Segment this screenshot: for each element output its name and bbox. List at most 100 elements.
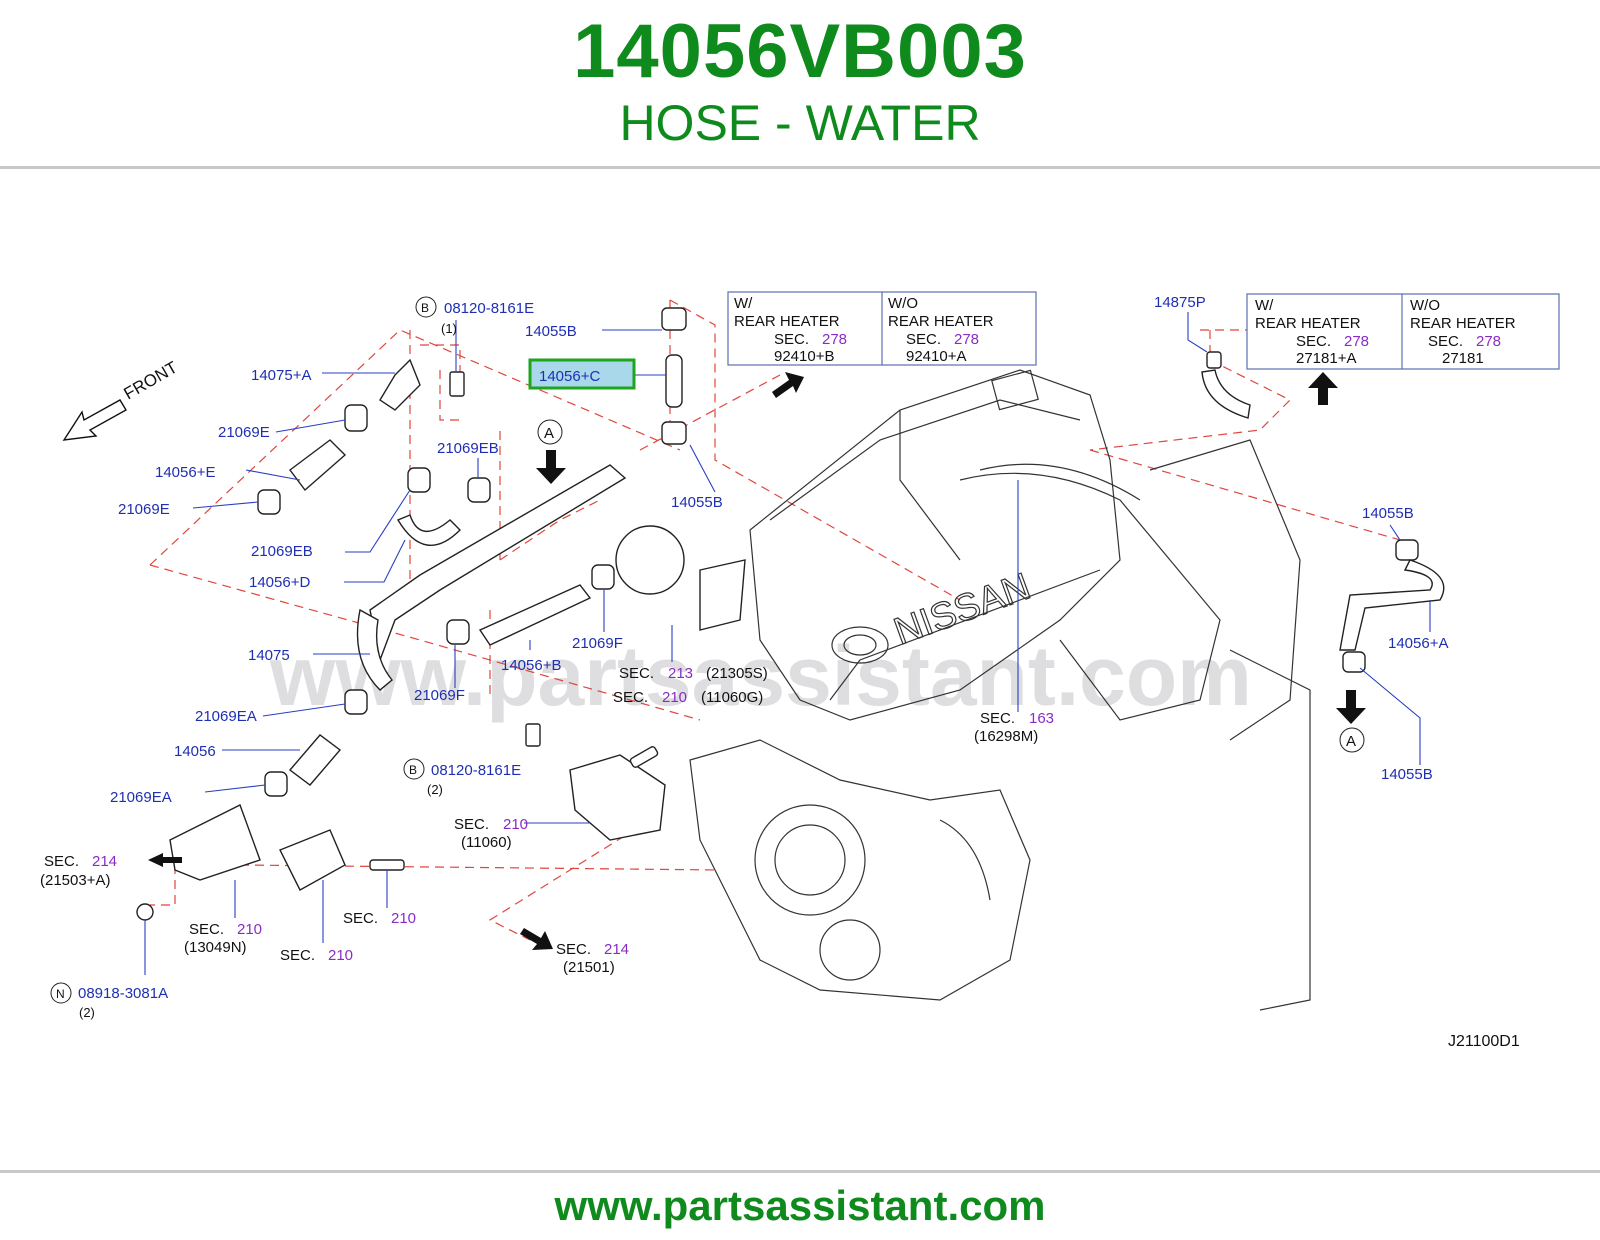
arrow-right-icon-sec214b — [520, 928, 553, 950]
label-14056E: 14056+E — [155, 464, 215, 481]
label-21069EB-1: 21069EB — [437, 440, 499, 457]
sec-213: 213 — [668, 665, 693, 682]
marker-A-left: A — [544, 425, 554, 442]
circle-markers: A A B B N — [50, 296, 1365, 1004]
section-references: SEC. 213 (21305S) SEC. 210 (11060G) SEC.… — [40, 665, 1054, 976]
sec-word-210b: SEC. — [454, 816, 489, 833]
leader-lines — [144, 312, 1431, 975]
direction-arrows — [62, 372, 1366, 950]
arrow-down-icon-A — [536, 450, 566, 484]
label-14055B-right-1: 14055B — [1362, 505, 1414, 522]
box1-wo-sec-word: SEC. — [906, 331, 941, 348]
label-14055B-top: 14055B — [525, 323, 577, 340]
box1-wo-line: REAR HEATER — [888, 313, 994, 330]
box1-w-sec-word: SEC. — [774, 331, 809, 348]
footer-url: www.partsassistant.com — [554, 1182, 1046, 1229]
hose-14056 — [288, 734, 342, 786]
sec-214a-ref: (21503+A) — [40, 872, 110, 889]
label-08120-8161E-bottom: 08120-8161E — [431, 762, 521, 779]
sec-word-210e: SEC. — [343, 910, 378, 927]
label-14056A: 14056+A — [1388, 635, 1448, 652]
box1-w-ref: 92410+B — [774, 348, 834, 365]
diagram-code: J21100D1 — [1448, 1033, 1520, 1050]
label-14056C-highlighted: 14056+C — [539, 368, 600, 385]
box2-w-sec-word: SEC. — [1296, 333, 1331, 350]
box1-wo-ref: 92410+A — [906, 348, 966, 365]
box2-w-title: W/ — [1255, 297, 1274, 314]
bottom-divider — [0, 1170, 1600, 1173]
clamp-21069E-2 — [257, 489, 281, 515]
box1-w-line: REAR HEATER — [734, 313, 840, 330]
label-08120-8161E-top: 08120-8161E — [444, 300, 534, 317]
part-number-title: 14056VB003 — [573, 9, 1027, 94]
arrow-up-icon-box2 — [1308, 372, 1338, 405]
front-arrow-icon — [62, 399, 127, 441]
sec-210c-ref: (13049N) — [184, 939, 247, 956]
sec-word-210d: SEC. — [280, 947, 315, 964]
box2-w-line: REAR HEATER — [1255, 315, 1361, 332]
arrow-left-icon-sec214 — [148, 853, 182, 867]
sec-word-214a: SEC. — [44, 853, 79, 870]
box1-w-sec: 278 — [822, 331, 847, 348]
label-qty-2: (2) — [427, 782, 443, 797]
box2-wo-ref: 27181 — [1442, 350, 1484, 367]
sec-210b: 210 — [503, 816, 528, 833]
label-21069E-2: 21069E — [118, 501, 170, 518]
sec-word-210c: SEC. — [189, 921, 224, 938]
sec-word-213: SEC. — [619, 665, 654, 682]
label-21069F-1: 21069F — [572, 635, 623, 652]
highlight-box-14056C — [528, 358, 636, 390]
box1-wo-sec: 278 — [954, 331, 979, 348]
part-name-subtitle: HOSE - WATER — [619, 95, 981, 151]
label-14075A: 14075+A — [251, 367, 311, 384]
label-08918-3081A: 08918-3081A — [78, 985, 168, 1002]
hose-14056E — [289, 439, 347, 492]
front-label: FRONT — [121, 358, 181, 404]
sec-word-210a: SEC. — [613, 689, 648, 706]
sec-210a-ref: (11060G) — [701, 689, 763, 706]
sec-210b-ref: (11060) — [461, 834, 512, 851]
marker-N: N — [56, 987, 65, 1001]
box2-wo-sec: 278 — [1476, 333, 1501, 350]
box1-w-title: W/ — [734, 295, 753, 312]
label-21069EA-2: 21069EA — [110, 789, 172, 806]
sec-163: 163 — [1029, 710, 1054, 727]
arrow-right-icon-box1 — [772, 372, 804, 398]
hose-and-clamp-parts — [136, 307, 1445, 921]
label-qty-1: (1) — [441, 321, 457, 336]
label-14056: 14056 — [174, 743, 216, 760]
sec-214a: 214 — [92, 853, 117, 870]
sec-word-163: SEC. — [980, 710, 1015, 727]
marker-A-right: A — [1346, 733, 1356, 750]
box1-wo-title: W/O — [888, 295, 918, 312]
label-21069EB-2: 21069EB — [251, 543, 313, 560]
clamp-14055B-top — [661, 307, 687, 331]
sec-210c: 210 — [237, 921, 262, 938]
clamp-21069E-1 — [344, 404, 368, 432]
label-21069E-1: 21069E — [218, 424, 270, 441]
label-14056D: 14056+D — [249, 574, 310, 591]
label-14875P: 14875P — [1154, 294, 1206, 311]
label-14075: 14075 — [248, 647, 290, 664]
label-14055B-right-2: 14055B — [1381, 766, 1433, 783]
sec-163-ref: (16298M) — [974, 728, 1038, 745]
marker-B-bottom: B — [409, 763, 417, 777]
sec-214b-ref: (21501) — [563, 959, 615, 976]
rear-heater-box-2: W/ REAR HEATER SEC. 278 27181+A W/O REAR… — [1246, 293, 1560, 370]
clamp-14055B-mid — [661, 421, 687, 445]
part-labels: 08120-8161E (1) 14055B 14056+C 14075+A 2… — [78, 294, 1448, 1020]
label-14055B-mid: 14055B — [671, 494, 723, 511]
watermark: www.partsassistant.com — [269, 629, 1252, 723]
box2-wo-title: W/O — [1410, 297, 1440, 314]
sec-word-214b: SEC. — [556, 941, 591, 958]
label-21069F-2: 21069F — [414, 687, 465, 704]
label-14056B: 14056+B — [501, 657, 561, 674]
box2-w-ref: 27181+A — [1296, 350, 1356, 367]
arrow-down-icon-A-right — [1336, 690, 1366, 724]
sec-210d: 210 — [328, 947, 353, 964]
box2-wo-line: REAR HEATER — [1410, 315, 1516, 332]
rear-heater-box-1: W/ REAR HEATER SEC. 278 92410+B W/O REAR… — [727, 291, 1037, 366]
top-divider — [0, 166, 1600, 169]
box2-wo-sec-word: SEC. — [1428, 333, 1463, 350]
